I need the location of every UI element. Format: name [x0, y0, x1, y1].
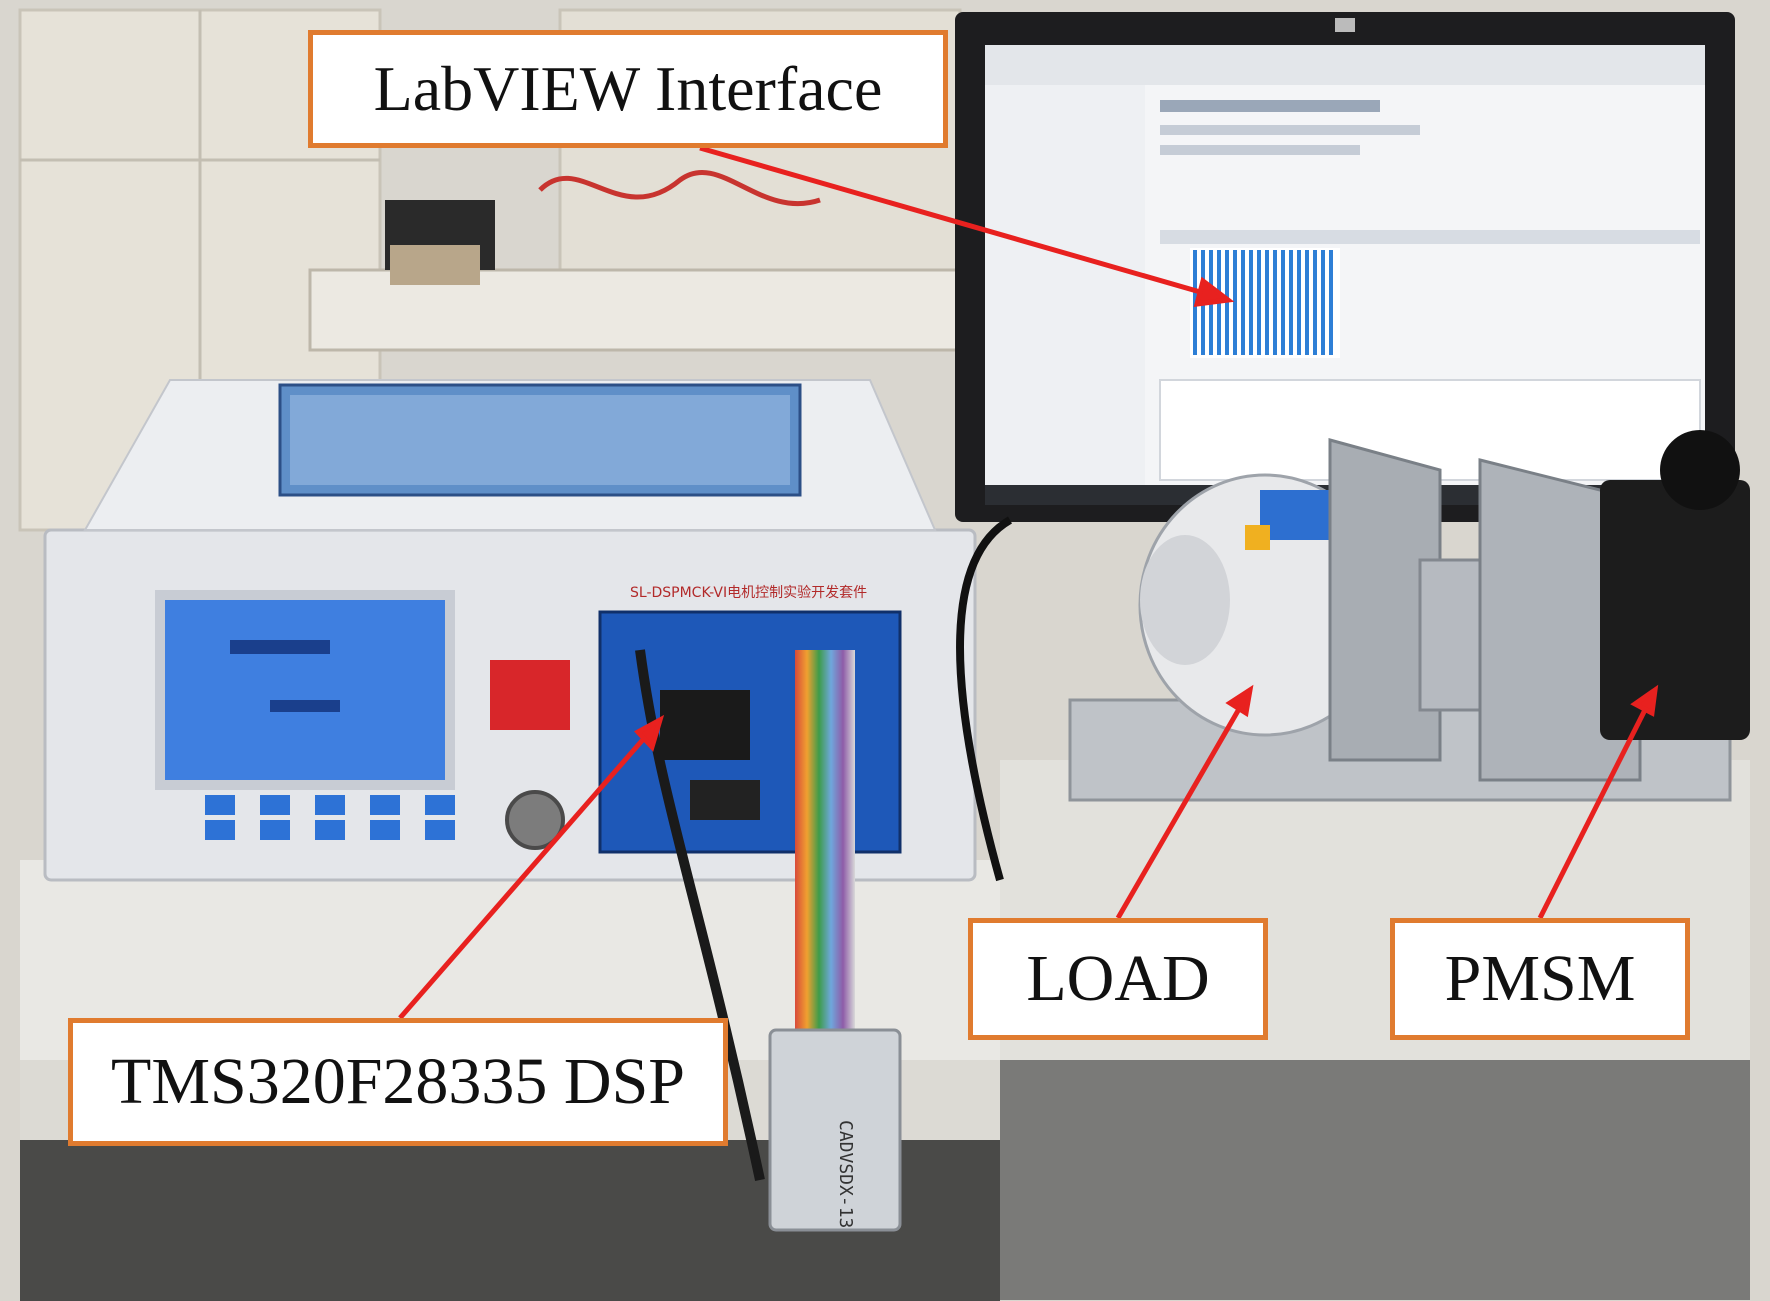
keypad	[205, 795, 455, 840]
power-cable	[956, 516, 1013, 882]
callout-labview-interface: LabVIEW Interface	[308, 30, 948, 148]
pmsm-motor	[1600, 480, 1750, 740]
connector	[505, 790, 565, 850]
callout-dsp: TMS320F28335 DSP	[68, 1018, 728, 1146]
callout-pmsm: PMSM	[1390, 918, 1690, 1040]
arrow-labview	[699, 145, 1229, 303]
ribbon-cable	[795, 650, 855, 1030]
lcd-screen	[155, 590, 455, 790]
annotation-arrows	[398, 145, 1659, 1020]
arrow-load	[1115, 688, 1253, 920]
callout-load: LOAD	[968, 918, 1268, 1040]
waveform	[1193, 250, 1333, 355]
emulator	[768, 1028, 902, 1232]
arrow-dsp	[398, 718, 662, 1020]
emulator-label: CADVSDX-13	[835, 1120, 856, 1228]
arrow-pmsm	[1537, 688, 1658, 920]
coax-cable	[635, 649, 765, 1182]
red-indicator	[490, 660, 570, 730]
panel-title: SL-DSPMCK-VI电机控制实验开发套件	[630, 585, 867, 601]
load-bracket	[1328, 438, 1442, 762]
